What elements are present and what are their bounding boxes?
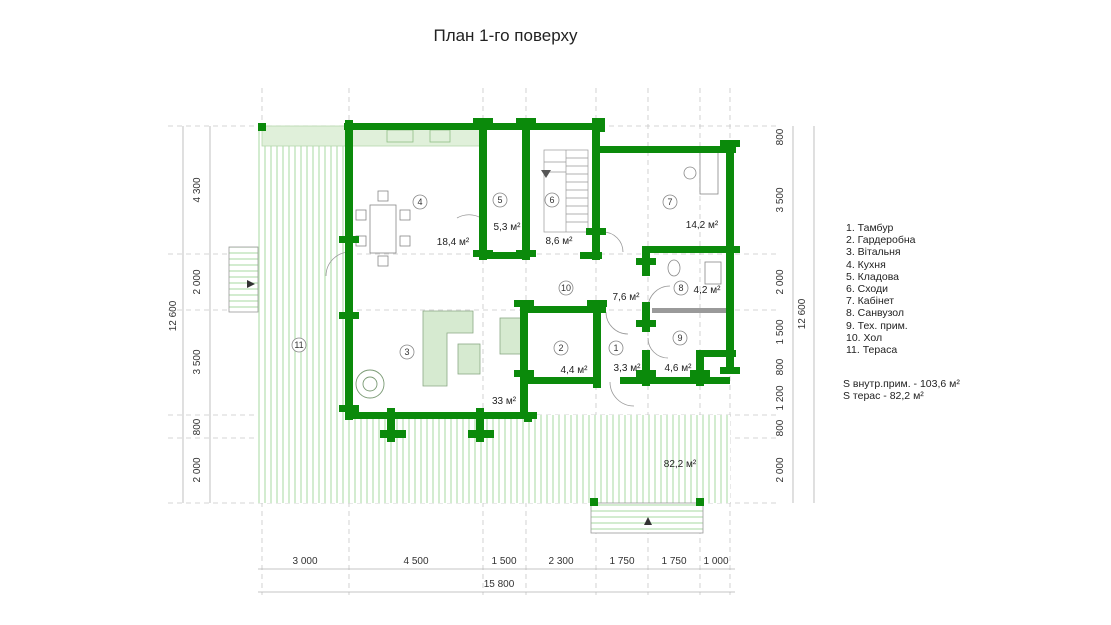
right-dimensions: 800 3 500 2 000 1 500 800 1 200 800 2 00… — [775, 128, 808, 482]
dim-left-5: 2 000 — [192, 457, 203, 482]
room-number-6: 6 — [549, 195, 554, 205]
room-area-10: 7,6 м² — [613, 292, 641, 303]
terrace — [228, 125, 730, 534]
dim-right-4: 1 500 — [775, 319, 786, 344]
room-area-6: 8,6 м² — [546, 236, 574, 247]
dim-left-4: 800 — [192, 418, 203, 435]
room-number-5: 5 — [497, 195, 502, 205]
room-number-7: 7 — [667, 197, 672, 207]
dining-table — [355, 190, 411, 267]
entry-steps — [590, 502, 704, 534]
legend-item: 4. Кухня — [846, 258, 886, 271]
room-area-8: 4,2 м² — [694, 285, 722, 296]
dim-right-1: 800 — [775, 128, 786, 145]
legend-item: 11. Тераса — [846, 344, 898, 357]
dim-bottom-5: 1 750 — [609, 556, 634, 567]
area-totals: S внутр.прим. - 103,6 м² S терас - 82,2 … — [843, 378, 960, 402]
dim-right-6: 1 200 — [775, 385, 786, 410]
room-area-9: 4,6 м² — [665, 363, 693, 374]
legend-item: 6. Сходи — [846, 283, 888, 296]
room-area-5: 5,3 м² — [494, 222, 522, 233]
partition-grey — [652, 308, 726, 313]
room-numbers: 1 2 3 4 5 6 7 8 9 10 11 — [294, 195, 683, 357]
dim-right-5: 800 — [775, 358, 786, 375]
terrace-area: 82,2 м² — [664, 459, 697, 470]
walls — [258, 118, 740, 506]
legend-item: 1. Тамбур — [846, 222, 894, 234]
dim-left-total: 12 600 — [168, 300, 179, 331]
plant — [355, 369, 385, 399]
dim-bottom-1: 3 000 — [292, 556, 317, 567]
room-number-9: 9 — [677, 333, 682, 343]
terrace-west — [258, 126, 350, 503]
room-number-1: 1 — [613, 343, 618, 353]
dim-bottom-2: 4 500 — [403, 556, 428, 567]
legend-item: 5. Кладова — [846, 270, 900, 283]
dim-right-8: 2 000 — [775, 457, 786, 482]
room-area-4: 18,4 м² — [437, 237, 470, 248]
terrace-area-total: S терас - 82,2 м² — [843, 390, 924, 402]
room-number-4: 4 — [417, 197, 422, 207]
entry-arrow-south — [644, 517, 652, 525]
entry-arrow-west — [247, 280, 255, 288]
dim-right-3: 2 000 — [775, 269, 786, 294]
dim-bottom-4: 2 300 — [548, 556, 573, 567]
legend-item: 9. Тех. прим. — [846, 319, 908, 332]
left-dimensions: 4 300 2 000 3 500 800 2 000 12 600 — [168, 177, 203, 482]
room-number-11: 11 — [294, 340, 303, 350]
dim-bottom-7: 1 000 — [703, 556, 728, 567]
terrace-south — [350, 415, 730, 503]
bathroom-fixtures — [667, 149, 722, 285]
legend-item: 10. Хол — [846, 331, 883, 344]
room-number-8: 8 — [678, 283, 683, 293]
terrace-north-strip — [261, 125, 349, 147]
dim-right-total: 12 600 — [797, 298, 808, 329]
dimension-lines — [182, 126, 815, 593]
legend-item: 8. Санвузол — [846, 307, 905, 320]
dim-bottom-3: 1 500 — [491, 556, 516, 567]
stairs — [543, 149, 589, 233]
legend-item: 2. Гардеробна — [846, 234, 916, 247]
stair-arrow — [541, 170, 551, 178]
legend-item: 7. Кабінет — [846, 295, 895, 308]
dim-left-1: 4 300 — [192, 177, 203, 202]
dim-left-3: 3 500 — [192, 349, 203, 374]
internal-area-total: S внутр.прим. - 103,6 м² — [843, 378, 960, 390]
room-number-2: 2 — [558, 343, 563, 353]
dim-bottom-total: 15 800 — [484, 579, 515, 590]
dim-right-2: 3 500 — [775, 187, 786, 212]
room-number-10: 10 — [561, 283, 571, 293]
room-area-2: 4,4 м² — [561, 365, 589, 376]
legend-item: 3. Вітальня — [846, 246, 901, 259]
plan-title: План 1-го поверху — [433, 26, 578, 45]
side-steps — [228, 246, 259, 313]
room-legend: 1. Тамбур 2. Гардеробна 3. Вітальня 4. К… — [846, 222, 916, 356]
bottom-dimensions: 3 000 4 500 1 500 2 300 1 750 1 750 1 00… — [292, 556, 728, 590]
sofa — [422, 310, 523, 387]
room-number-circles — [291, 192, 689, 360]
room-area-7: 14,2 м² — [686, 220, 719, 231]
room-areas: 3,3 м² 4,4 м² 33 м² 18,4 м² 5,3 м² 8,6 м… — [437, 220, 721, 470]
dim-bottom-6: 1 750 — [661, 556, 686, 567]
room-area-3: 33 м² — [492, 396, 517, 407]
room-number-3: 3 — [404, 347, 409, 357]
room-area-1: 3,3 м² — [614, 363, 642, 374]
dim-right-7: 800 — [775, 419, 786, 436]
dim-left-2: 2 000 — [192, 269, 203, 294]
